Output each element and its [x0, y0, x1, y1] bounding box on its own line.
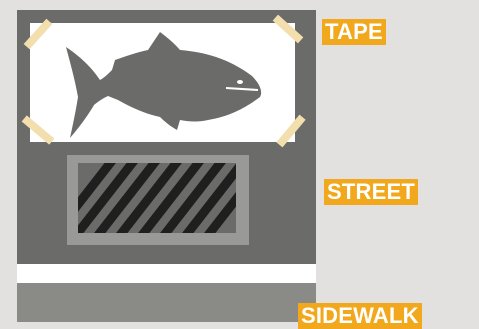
- sidewalk-surface: [17, 283, 316, 322]
- sidewalk-label: SIDEWALK: [298, 303, 422, 329]
- tape-pieces: [21, 14, 306, 148]
- grate-bar: [204, 191, 236, 233]
- tape-top-right: [272, 14, 304, 44]
- tape-bottom-left: [21, 115, 55, 145]
- tape-top-left: [23, 18, 53, 50]
- fish-icon: [66, 32, 262, 138]
- grate-stripes: [78, 163, 236, 233]
- curb: [17, 264, 316, 283]
- grate-bar: [78, 163, 116, 212]
- grate-bar: [116, 163, 182, 233]
- street-label: STREET: [324, 179, 418, 205]
- tape-label: TAPE: [322, 19, 386, 45]
- grate-bar: [160, 163, 226, 233]
- tape-bottom-right: [276, 114, 306, 148]
- grate-bar: [78, 163, 138, 233]
- grate-bar: [182, 163, 236, 233]
- fish-gill-line: [225, 87, 259, 91]
- grate-bar: [138, 163, 204, 233]
- grate-bar: [94, 163, 160, 233]
- fish-eye-highlight: [237, 80, 243, 84]
